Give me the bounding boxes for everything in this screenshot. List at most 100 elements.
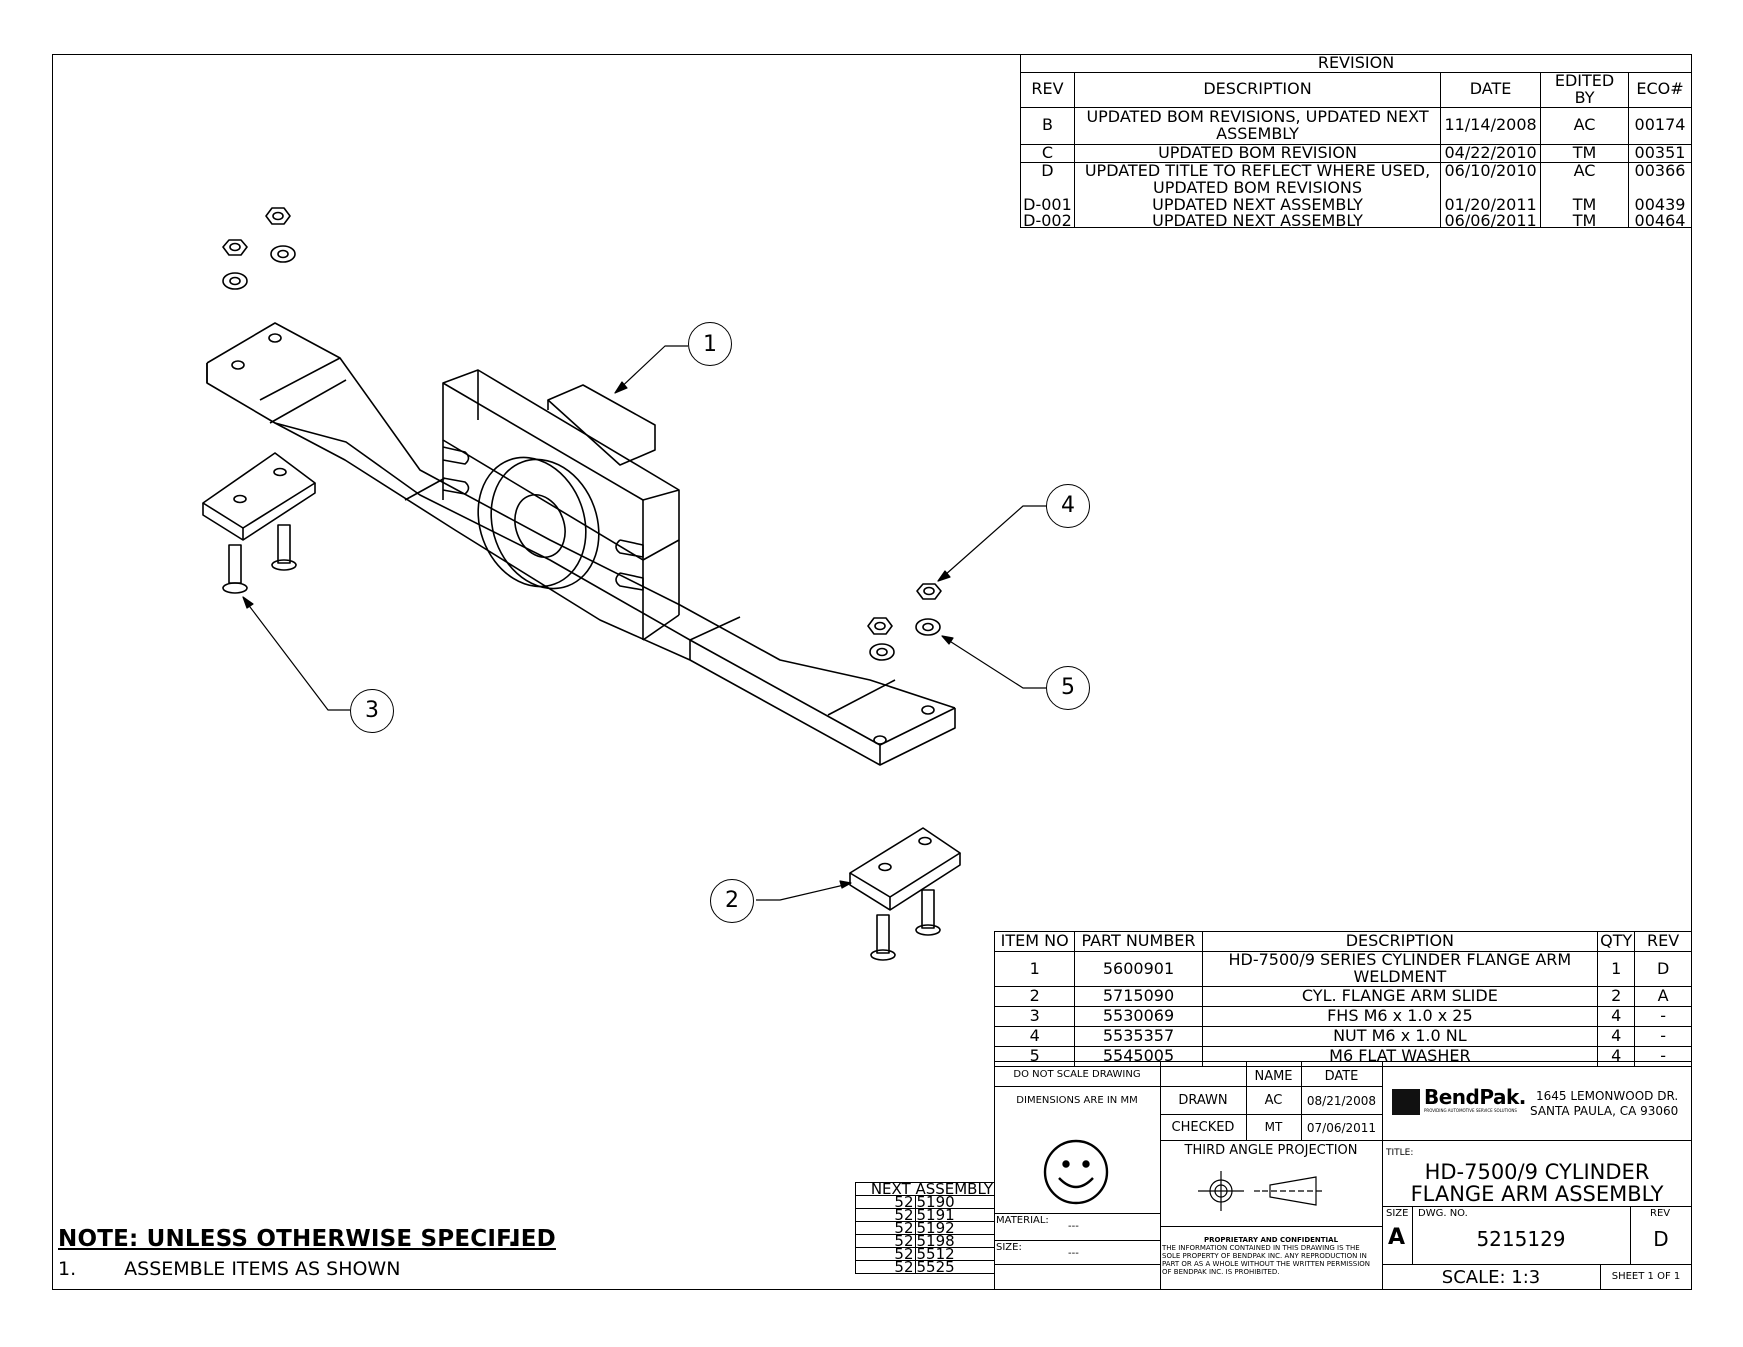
washer-icon (270, 245, 296, 263)
washer-icon (869, 643, 895, 661)
balloon-4: 4 (1046, 484, 1090, 528)
screw-icon (870, 914, 896, 961)
revision-date: 04/22/2010 (1440, 143, 1542, 163)
notes-title-period: . (508, 1226, 517, 1252)
bom-row: 3 5530069 FHS M6 x 1.0 x 25 4 - (993, 1006, 1692, 1027)
note-text: ASSEMBLE ITEMS AS SHOWN (124, 1258, 401, 1280)
note-item: 1. ASSEMBLE ITEMS AS SHOWN (58, 1258, 448, 1280)
balloon-3: 3 (350, 689, 394, 733)
bom-description: FHS M6 x 1.0 x 25 (1201, 1006, 1599, 1027)
revision-rev: C (1020, 143, 1075, 163)
revision-description: UPDATED BOM REVISION (1073, 143, 1442, 163)
company-logo-text: BendPak. (1424, 1085, 1526, 1109)
dimensions-note: DIMENSIONS ARE IN MM (1016, 1095, 1138, 1106)
drawing-title-line1: HD-7500/9 CYLINDER (1424, 1160, 1650, 1184)
bom-rev: D (1634, 951, 1692, 987)
bom-description: NUT M6 x 1.0 NL (1201, 1026, 1599, 1047)
material-label: MATERIAL: (996, 1215, 1049, 1226)
rev-label: REV (1650, 1208, 1671, 1219)
drawn-name: AC (1264, 1093, 1283, 1108)
revision-eco: 00366 (1628, 162, 1692, 197)
bom-header-item: ITEM NO (993, 931, 1076, 952)
bom-rev: - (1634, 1006, 1692, 1027)
bom-header-rev: REV (1634, 931, 1692, 952)
next-assembly-prefix: 52 (855, 1195, 916, 1209)
title-label: TITLE: (1386, 1148, 1414, 1158)
washer-icon (222, 272, 248, 290)
bom-part: 5600901 (1074, 951, 1203, 987)
revision-row: C UPDATED BOM REVISION 04/22/2010 TM 003… (1020, 143, 1692, 163)
leader-lines (242, 345, 1046, 901)
bom-item: 1 (993, 951, 1076, 987)
bom-part: 5715090 (1074, 986, 1203, 1007)
bendpak-logo (1392, 1089, 1420, 1115)
bom-qty: 4 (1597, 1006, 1636, 1027)
material-value: --- (1068, 1221, 1079, 1232)
bom-item: 2 (993, 986, 1076, 1007)
revision-date: 06/06/2011 (1440, 213, 1542, 228)
next-assembly-number: 5190 (914, 1195, 995, 1209)
bom-header-description: DESCRIPTION (1201, 931, 1599, 952)
next-assembly-prefix: 52 (855, 1260, 916, 1274)
do-not-scale-note: DO NOT SCALE DRAWING (1013, 1069, 1141, 1080)
company-tagline: PROVIDING AUTOMOTIVE SERVICE SOLUTIONS (1424, 1108, 1517, 1113)
rev-value: D (1653, 1227, 1669, 1251)
date-header: DATE (1324, 1069, 1359, 1084)
revision-edited-by: AC (1540, 106, 1629, 145)
bom-header-part: PART NUMBER (1074, 931, 1203, 952)
bill-of-materials: ITEM NO PART NUMBER DESCRIPTION QTY REV … (993, 931, 1692, 1067)
size-small-value: --- (1068, 1248, 1079, 1259)
revision-eco: 00464 (1628, 213, 1692, 228)
screw-icon (915, 889, 941, 936)
revision-edited-by: AC (1540, 162, 1629, 197)
address-line2: SANTA PAULA, CA 93060 (1530, 1104, 1679, 1118)
next-assembly-number: 5191 (914, 1208, 995, 1222)
nut-icon (222, 239, 248, 256)
size-small-label: SIZE: (996, 1242, 1022, 1253)
notes-title: NOTE: UNLESS OTHERWISE SPECIFIED (58, 1226, 556, 1252)
revision-rev: D (1020, 162, 1075, 197)
revision-row: B UPDATED BOM REVISIONS, UPDATED NEXT AS… (1020, 106, 1692, 145)
drawing-title-line2: FLANGE ARM ASSEMBLY (1410, 1182, 1664, 1206)
screw-icon (271, 524, 297, 571)
balloon-2: 2 (710, 879, 754, 923)
third-angle-projection-icon (1198, 1171, 1324, 1211)
revision-table: REVISION REV DESCRIPTION DATE EDITED BY … (1020, 54, 1692, 228)
bom-item: 4 (993, 1026, 1076, 1047)
confidential-title: PROPRIETARY AND CONFIDENTIAL (1203, 1236, 1339, 1244)
bom-part: 5530069 (1074, 1006, 1203, 1027)
bom-row: 1 5600901 HD-7500/9 SERIES CYLINDER FLAN… (993, 951, 1692, 987)
balloon-5: 5 (1046, 666, 1090, 710)
bom-qty: 2 (1597, 986, 1636, 1007)
revision-date: 01/20/2011 (1440, 196, 1542, 214)
bom-row: 4 5535357 NUT M6 x 1.0 NL 4 - (993, 1026, 1692, 1047)
drawn-label: DRAWN (1178, 1093, 1228, 1108)
bom-row: 5 5545005 M6 FLAT WASHER 4 - (993, 1046, 1692, 1067)
checked-date: 07/06/2011 (1306, 1121, 1377, 1135)
next-assembly-number: 5512 (914, 1247, 995, 1261)
revision-rev: D-001 (1020, 196, 1075, 214)
title-block (994, 1061, 1692, 1290)
flange-arm-slide-left (202, 452, 316, 541)
revision-row: D UPDATED TITLE TO REFLECT WHERE USED, U… (1020, 162, 1692, 197)
note-number: 1. (58, 1258, 77, 1280)
bom-description: CYL. FLANGE ARM SLIDE (1201, 986, 1599, 1007)
flange-arm-weldment (206, 322, 956, 766)
bom-qty: 4 (1597, 1026, 1636, 1047)
projection-label: THIRD ANGLE PROJECTION (1184, 1143, 1358, 1158)
confidential-text: THE INFORMATION CONTAINED IN THIS DRAWIN… (1162, 1244, 1371, 1276)
next-assembly-prefix: 52 (855, 1247, 916, 1261)
next-assembly-number: 5192 (914, 1221, 995, 1235)
next-assembly-number: 5525 (914, 1260, 995, 1274)
notes-title-text: NOTE: UNLESS OTHERWISE SPECIFIED (58, 1226, 556, 1252)
revision-eco: 00174 (1628, 106, 1692, 145)
nut-icon (867, 617, 893, 635)
bom-rev: A (1634, 986, 1692, 1007)
washer-icon (915, 618, 941, 636)
